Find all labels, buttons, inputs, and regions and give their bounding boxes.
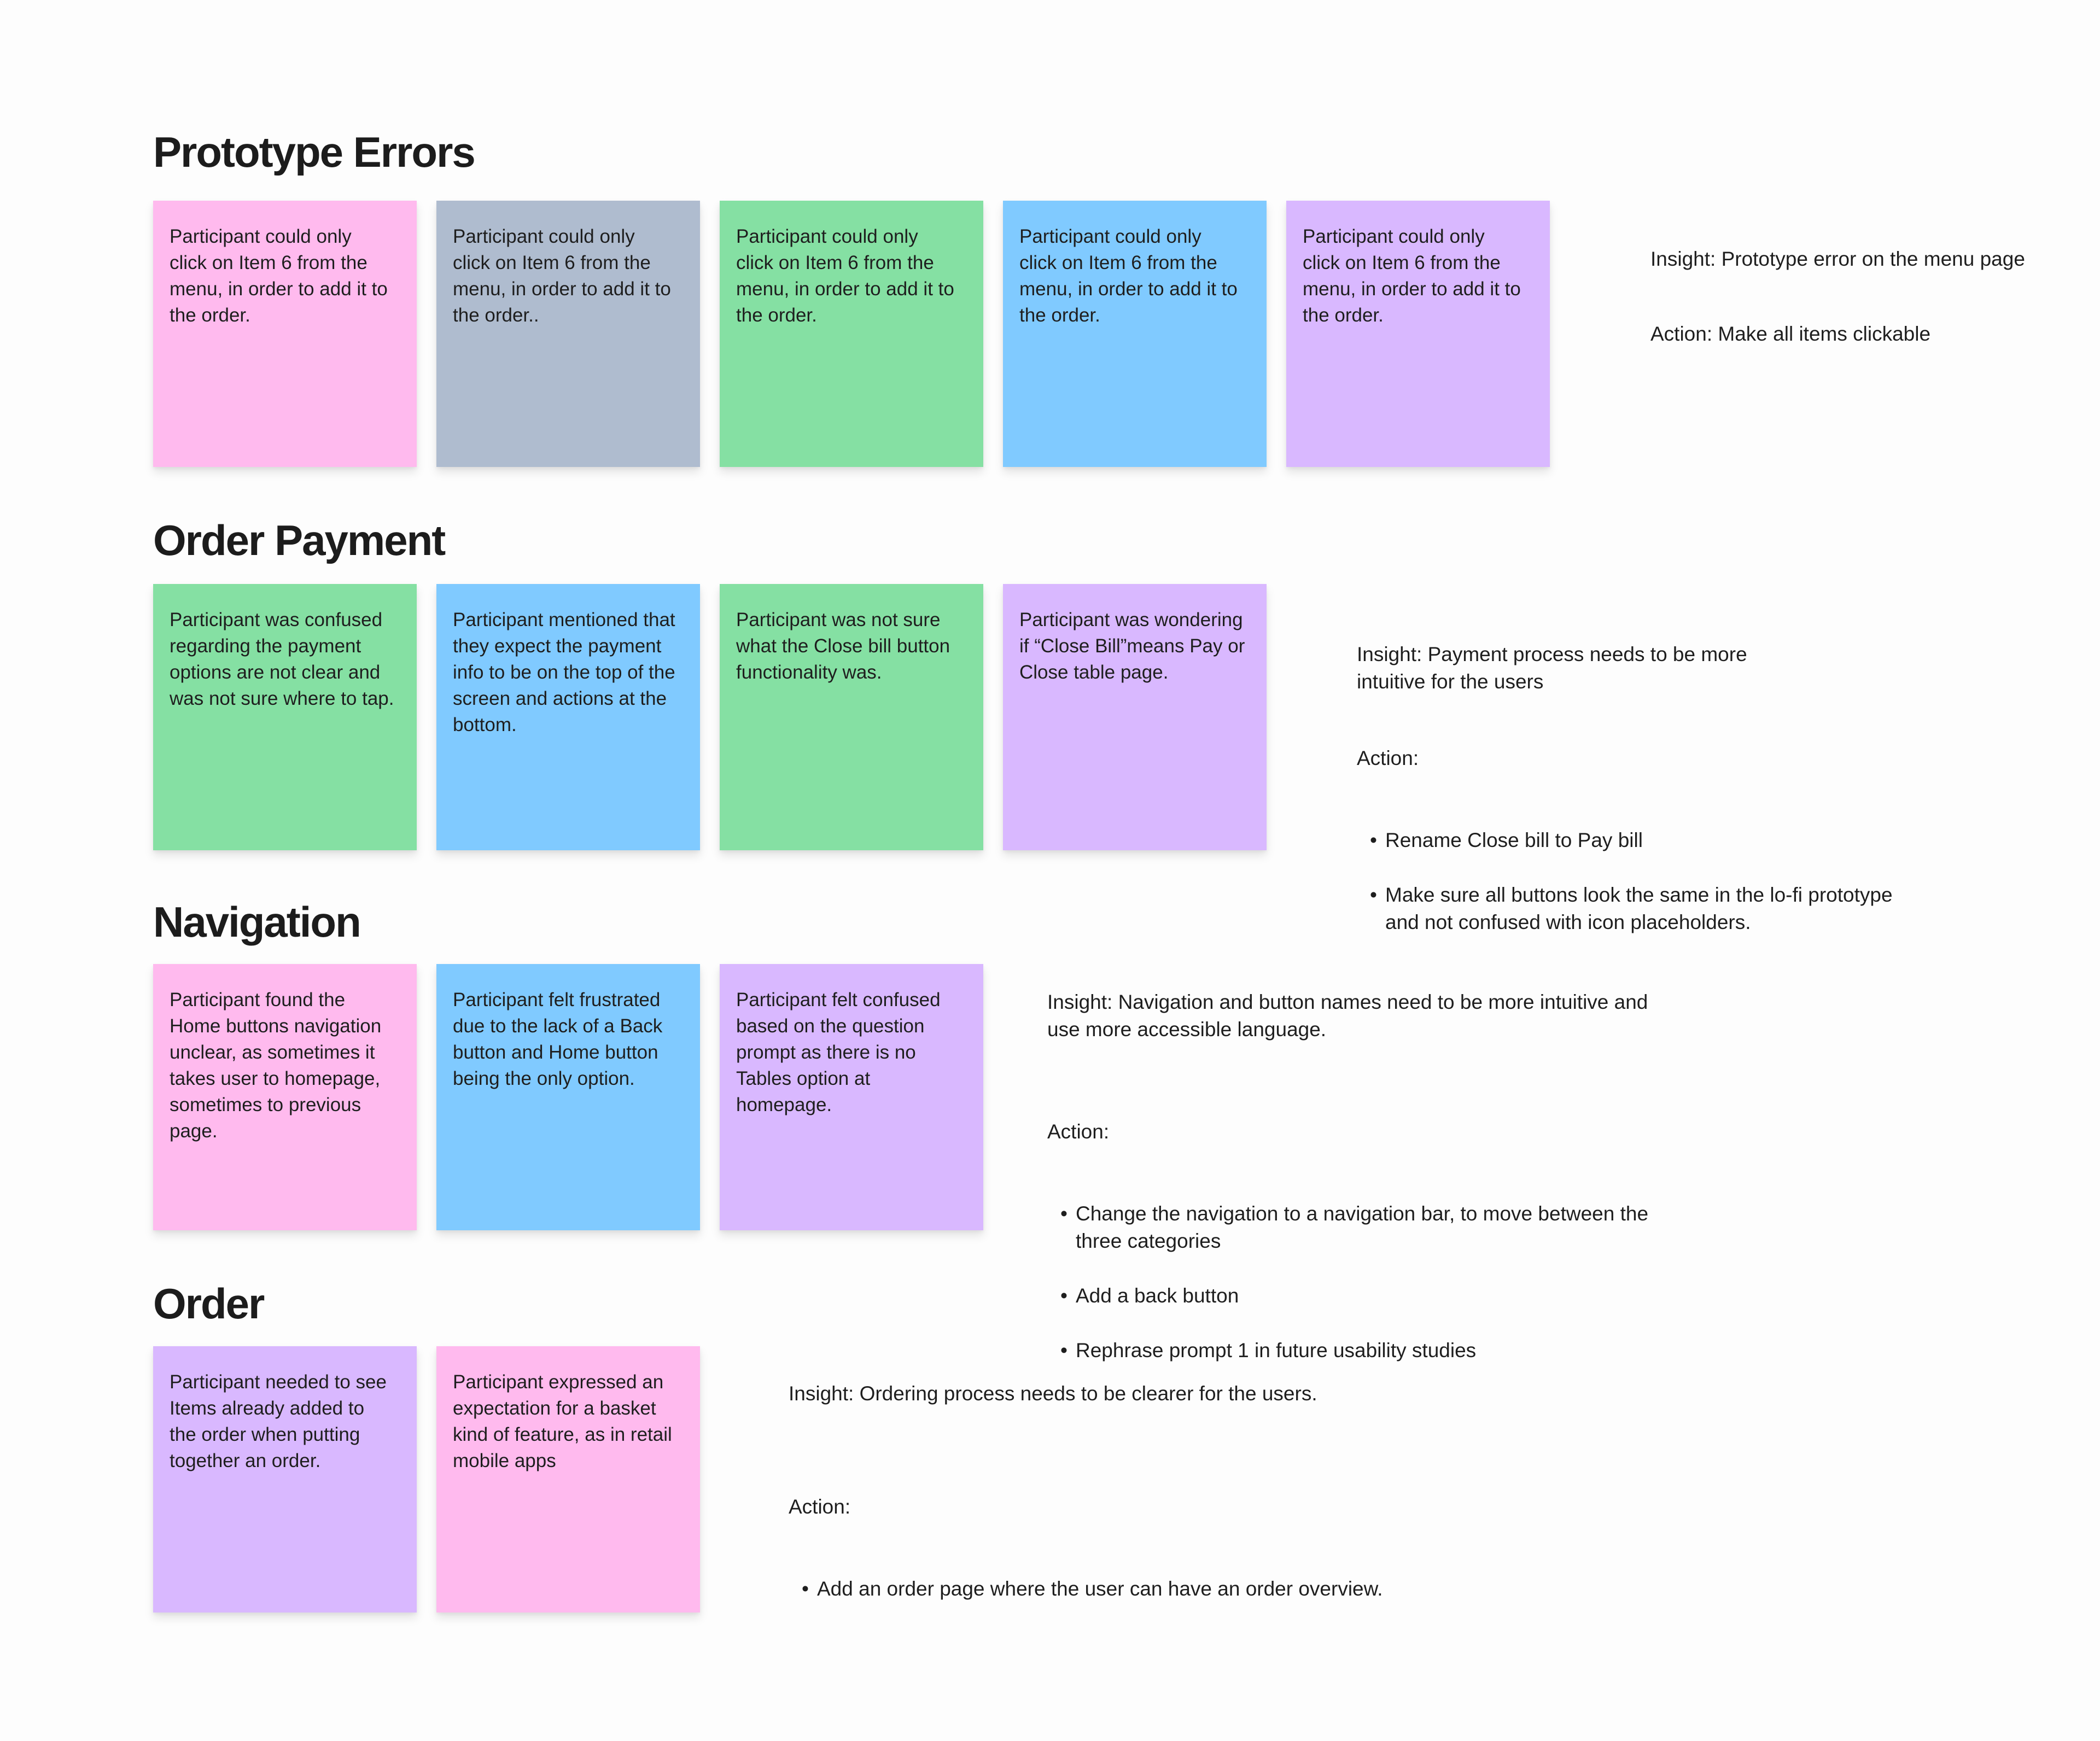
sticky-note[interactable]: Participant found the Home buttons navig…	[153, 964, 417, 1230]
section-title-order-payment[interactable]: Order Payment	[153, 516, 446, 564]
action-item: Rename Close bill to Pay bill	[1370, 827, 2013, 854]
action-item: Change the navigation to a navigation ba…	[1060, 1200, 1704, 1255]
sticky-note-text: Participant needed to see Items already …	[170, 1371, 387, 1471]
action-label: Action:	[1047, 1120, 1110, 1143]
sticky-note[interactable]: Participant could only click on Item 6 f…	[436, 201, 700, 467]
section-title-navigation[interactable]: Navigation	[153, 898, 361, 946]
action-item: Rephrase prompt 1 in future usability st…	[1060, 1337, 1704, 1364]
sticky-note[interactable]: Participant could only click on Item 6 f…	[1286, 201, 1550, 467]
sticky-group-navigation: Participant found the Home buttons navig…	[153, 964, 983, 1230]
action-text[interactable]: Action: Make all items clickable	[1650, 323, 1931, 345]
sticky-note-text: Participant was confused regarding the p…	[170, 609, 394, 709]
sticky-note[interactable]: Participant was confused regarding the p…	[153, 584, 417, 850]
section-title-prototype-errors[interactable]: Prototype Errors	[153, 128, 476, 176]
sticky-note[interactable]: Participant could only click on Item 6 f…	[153, 201, 417, 467]
insight-text[interactable]: Insight: Navigation and button names nee…	[1047, 991, 1648, 1041]
section-title-order[interactable]: Order	[153, 1280, 265, 1328]
sticky-group-order-payment: Participant was confused regarding the p…	[153, 584, 1267, 850]
sticky-note-text: Participant was wondering if “Close Bill…	[1019, 609, 1245, 683]
sticky-note-text: Participant mentioned that they expect t…	[453, 609, 675, 735]
sticky-note-text: Participant could only click on Item 6 f…	[453, 226, 671, 326]
sticky-note-text: Participant could only click on Item 6 f…	[1019, 226, 1238, 326]
sticky-note[interactable]: Participant needed to see Items already …	[153, 1346, 417, 1613]
action-item: Add a back button	[1060, 1282, 1704, 1310]
sticky-note[interactable]: Participant mentioned that they expect t…	[436, 584, 700, 850]
action-text[interactable]: Action: Add an order page where the user…	[789, 1466, 1445, 1657]
sticky-note-text: Participant felt confused based on the q…	[736, 989, 941, 1115]
action-item: Add an order page where the user can hav…	[802, 1575, 1445, 1603]
action-item: Make sure all buttons look the same in t…	[1370, 881, 2013, 936]
sticky-note[interactable]: Participant felt confused based on the q…	[720, 964, 983, 1230]
sticky-note-text: Participant found the Home buttons navig…	[170, 989, 382, 1142]
sticky-note-text: Participant was not sure what the Close …	[736, 609, 950, 683]
sticky-note-text: Participant could only click on Item 6 f…	[736, 226, 954, 326]
sticky-note-text: Participant could only click on Item 6 f…	[170, 226, 388, 326]
sticky-note-text: Participant could only click on Item 6 f…	[1303, 226, 1521, 326]
action-list: Change the navigation to a navigation ba…	[1047, 1173, 1704, 1392]
sticky-note[interactable]: Participant could only click on Item 6 f…	[1003, 201, 1267, 467]
action-list: Rename Close bill to Pay bill Make sure …	[1357, 799, 2013, 963]
action-text[interactable]: Action: Change the navigation to a navig…	[1047, 1091, 1704, 1419]
sticky-note[interactable]: Participant was wondering if “Close Bill…	[1003, 584, 1267, 850]
action-list: Add an order page where the user can hav…	[789, 1548, 1445, 1630]
sticky-group-prototype-errors: Participant could only click on Item 6 f…	[153, 201, 1550, 467]
sticky-note-text: Participant expressed an expectation for…	[453, 1371, 672, 1471]
insight-text[interactable]: Insight: Prototype error on the menu pag…	[1650, 248, 2025, 270]
sticky-note[interactable]: Participant expressed an expectation for…	[436, 1346, 700, 1613]
sticky-note[interactable]: Participant was not sure what the Close …	[720, 584, 983, 850]
sticky-note[interactable]: Participant could only click on Item 6 f…	[720, 201, 983, 467]
sticky-note[interactable]: Participant felt frustrated due to the l…	[436, 964, 700, 1230]
action-label: Action:	[789, 1495, 851, 1518]
sticky-note-text: Participant felt frustrated due to the l…	[453, 989, 663, 1089]
insight-text[interactable]: Insight: Ordering process needs to be cl…	[789, 1382, 1317, 1405]
action-text[interactable]: Action: Rename Close bill to Pay bill Ma…	[1357, 717, 2013, 991]
insight-text[interactable]: Insight: Payment process needs to be mor…	[1357, 643, 1747, 693]
action-label: Action:	[1357, 747, 1419, 769]
sticky-group-order: Participant needed to see Items already …	[153, 1346, 700, 1613]
